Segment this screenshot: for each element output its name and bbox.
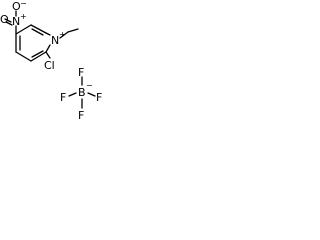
ring-double-bond-bottom: [31, 50, 44, 58]
nitro-group: [4, 10, 17, 35]
atom-nitro-oxygen-top: O: [12, 0, 21, 13]
atom-nitro-oxygen-bottom: O: [0, 13, 9, 26]
atom-fluorine-bottom: F: [78, 109, 84, 122]
ethyl-group: [59, 28, 79, 39]
bond-nitro-n-to-o-bottom-1: [4, 18, 12, 23]
charge-nitro-oxygen-top: −: [20, 0, 27, 8]
bond-ring-to-chlorine: [45, 51, 51, 59]
charge-boron: −: [86, 81, 93, 90]
ring-bond-c4-c5: [30, 51, 47, 62]
atom-boron: B: [78, 86, 86, 99]
pyridinium-ring: [15, 24, 51, 62]
tetrafluoroborate-bonds: [68, 76, 96, 109]
bond-ethyl-c1-c2: [67, 28, 79, 33]
atom-chlorine-label: Cl: [44, 59, 55, 72]
bond-nitro-n-to-o-bottom-2: [5, 21, 13, 26]
chemical-structure-drawing: N + Cl O − N + O B − F F F F: [0, 0, 102, 122]
charge-nitro-nitrogen: +: [20, 12, 27, 21]
ring-bond-c5-c1: [15, 51, 32, 62]
charge-ring-nitrogen: +: [59, 30, 66, 39]
ring-bond-n-c4: [45, 44, 51, 53]
atom-ring-nitrogen: N: [51, 34, 59, 47]
ring-bond-c3-n: [45, 32, 51, 36]
bond-b-to-f-right: [87, 92, 96, 97]
ring-bond-c1-c2: [15, 24, 32, 35]
ring-double-bond-top: [31, 28, 44, 36]
bond-n-to-ethyl-c1: [59, 31, 69, 39]
atom-nitro-nitrogen: N: [12, 15, 20, 28]
atom-fluorine-top: F: [78, 66, 84, 79]
bond-b-to-f-left: [68, 92, 77, 97]
atom-fluorine-right: F: [96, 91, 102, 104]
ring-bond-c2-c3: [30, 24, 47, 34]
atom-fluorine-left: F: [60, 91, 66, 104]
